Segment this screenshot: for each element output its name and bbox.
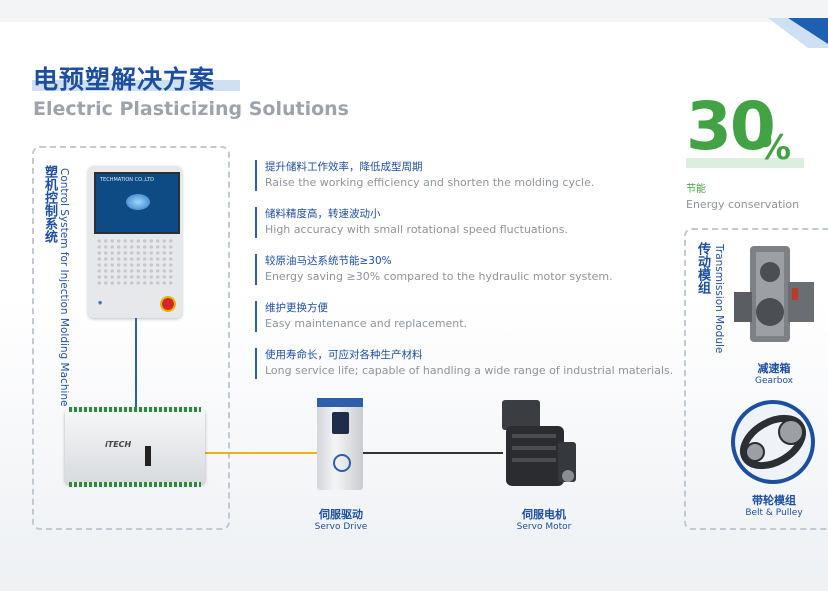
feature-cn: 维护更换方便 [265, 302, 328, 314]
feature-item-4: 维护更换方便 Easy maintenance and replacement. [255, 301, 467, 332]
corner-decoration [768, 18, 828, 48]
energy-label-en: Energy conservation [686, 198, 800, 211]
control-system-box [32, 146, 230, 530]
feature-item-3: 较原油马达系统节能≥30% Energy saving ≥30% compare… [255, 254, 613, 285]
servo-motor-image [502, 400, 576, 486]
servo-motor-label-en: Servo Motor [516, 522, 572, 532]
controller-unit-image: iTECH [65, 407, 205, 487]
page-title: 电预塑解决方案 [33, 65, 216, 94]
drive-top [317, 398, 363, 407]
control-system-label-cn: 塑机控制系统 [42, 165, 57, 243]
servo-drive-label-en: Servo Drive [314, 522, 368, 532]
controller-terminals-top [69, 407, 201, 412]
transmission-label-cn: 传动模组 [695, 242, 710, 294]
panel-screen: TECHMATION CO.,LTD [94, 172, 180, 234]
energy-highlight [686, 158, 804, 168]
transmission-label-en: Transmission Module [713, 244, 725, 354]
drive-logo-icon [333, 454, 351, 472]
controller-terminals-bottom [69, 482, 201, 487]
feature-cn: 提升储料工作效率，降低成型周期 [265, 161, 423, 173]
belt-label-cn: 带轮模组 [752, 494, 796, 507]
feature-en: Raise the working efficiency and shorten… [265, 176, 595, 189]
gearbox-label-en: Gearbox [755, 376, 793, 386]
emergency-stop-icon [160, 296, 176, 312]
servo-drive-label-cn: 伺服驱动 [319, 508, 363, 521]
feature-item-2: 储料精度高，转速波动小 High accuracy with small rot… [255, 207, 568, 238]
gearbox-label-cn: 减速箱 [757, 362, 791, 375]
energy-label-cn: 节能 [686, 184, 706, 195]
feature-cn: 较原油马达系统节能≥30% [265, 255, 392, 267]
panel-screen-logo [126, 194, 150, 210]
feature-item-5: 使用寿命长，可应对各种生产材料 Long service life; capab… [255, 348, 673, 379]
controller-connector [145, 446, 151, 466]
belt-pulley-image [731, 400, 815, 484]
control-system-label-en: Control System for Injection Molding Mac… [58, 168, 70, 407]
feature-en: Long service life; capable of handling a… [265, 364, 674, 377]
belt-label-en: Belt & Pulley [745, 508, 803, 518]
page-subtitle: Electric Plasticizing Solutions [33, 98, 349, 120]
panel-logo-icon: ◉ [98, 300, 103, 306]
servo-drive-image [317, 398, 363, 490]
energy-unit: % [757, 128, 792, 168]
feature-en: Energy saving ≥30% compared to the hydra… [265, 270, 613, 283]
panel-keypad [96, 238, 174, 286]
bottom-band [0, 572, 828, 591]
feature-cn: 储料精度高，转速波动小 [265, 208, 381, 220]
control-panel-image: TECHMATION CO.,LTD ◉ [88, 166, 182, 318]
blue-cable [135, 318, 137, 410]
transmission-module-box [684, 228, 828, 530]
controller-logo: iTECH [105, 440, 132, 449]
feature-en: Easy maintenance and replacement. [265, 317, 468, 330]
black-cable [363, 452, 503, 454]
drive-keypad [332, 412, 349, 434]
top-band [0, 0, 828, 22]
feature-en: High accuracy with small rotational spee… [265, 223, 568, 236]
yellow-cable [205, 452, 317, 454]
gearbox-image [734, 246, 814, 342]
panel-brand: TECHMATION CO.,LTD [100, 177, 155, 183]
feature-item-1: 提升储料工作效率，降低成型周期 Raise the working effici… [255, 160, 594, 191]
energy-value: 30 [686, 88, 776, 165]
title-highlight [32, 80, 240, 91]
servo-motor-label-cn: 伺服电机 [522, 508, 566, 521]
feature-cn: 使用寿命长，可应对各种生产材料 [265, 349, 423, 361]
